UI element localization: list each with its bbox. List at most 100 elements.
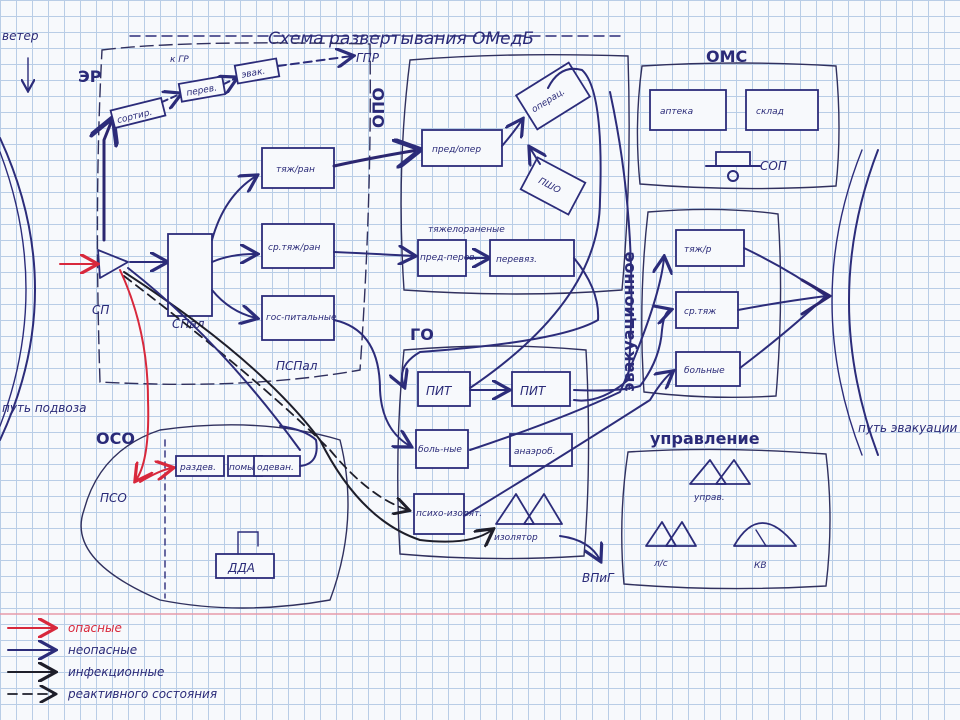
lbl-legko: больные	[684, 366, 725, 376]
er-label: ЭР	[78, 67, 102, 86]
lbl-odevan: одеван.	[257, 463, 294, 473]
box-gospit	[261, 295, 335, 341]
path-operats-pit2	[573, 91, 633, 402]
kv-pole	[755, 529, 767, 547]
box-pred-perev	[417, 239, 467, 277]
path-sort-to-perev	[161, 94, 180, 102]
lbl-sp: СП	[92, 303, 109, 317]
lbl-sr-tyazh-r: ср.тяж	[684, 307, 717, 317]
path-spal-srtyazh	[211, 254, 256, 262]
box-sr-tyazh-r	[675, 291, 739, 329]
box-sop	[715, 151, 751, 167]
ls-tent1	[645, 521, 677, 547]
box-aptek	[649, 89, 727, 131]
legend: опасные неопасные инфекционные реактивно…	[7, 621, 217, 701]
box-psikho	[413, 493, 465, 535]
lbl-aptek: аптека	[660, 107, 693, 117]
lbl-upr: управ.	[693, 493, 725, 503]
control-area	[621, 448, 831, 590]
lbl-pred-oper: пред/опер	[432, 145, 481, 155]
path-infectious	[123, 271, 492, 542]
path-sp-oso	[127, 267, 301, 451]
izolyator-tent2	[523, 493, 563, 525]
lbl-razdev: раздев.	[179, 463, 216, 473]
path-perevyaz-pit	[402, 257, 600, 386]
box-pit2	[511, 371, 571, 407]
path-to-gpr	[277, 56, 352, 66]
lbl-pso: ПСО	[100, 491, 127, 505]
path-srtyazh-predperev	[333, 252, 414, 256]
lbl-tyazh-r: тяж/р	[684, 245, 712, 255]
lbl-vpig: ВПиГ	[582, 571, 615, 585]
path-pso-razdev	[139, 468, 172, 483]
box-tyazh-r	[675, 229, 745, 267]
lbl-sop: СОП	[760, 159, 787, 173]
ops-area	[400, 53, 630, 295]
box-pred-oper	[421, 129, 503, 167]
kv-tent	[733, 522, 797, 547]
path-to-vpig	[559, 535, 600, 560]
left-road-label: путь подвоза	[2, 401, 86, 415]
lbl-gpr: ГПР	[356, 51, 380, 65]
box-sr-tyazh	[261, 223, 335, 269]
path-pit-operats	[469, 67, 602, 389]
lbl-dda: ДДА	[227, 561, 255, 575]
lbl-pit2: ПИТ	[520, 384, 547, 398]
sop-wheel	[727, 170, 739, 182]
path-perev-to-evak	[224, 78, 236, 84]
oso-area	[80, 424, 349, 609]
right-road-arc-outer	[848, 149, 879, 456]
lbl-ls: л/с	[653, 559, 668, 569]
lbl-anaer: анаэроб.	[514, 447, 555, 457]
path-reactive	[123, 275, 408, 510]
pspal-label: ПСПал	[276, 359, 318, 373]
box-dda	[215, 553, 275, 579]
legend-label-reactive: реактивного состояния	[67, 687, 217, 701]
ls-tent2	[665, 521, 697, 547]
oms-label: ОМС	[706, 47, 747, 66]
box-psho	[519, 156, 587, 216]
upr-tent1	[689, 459, 727, 485]
path-tyazh-predoper	[332, 150, 418, 166]
upr-tent2	[715, 459, 751, 485]
lbl-sr-tyazh: ср.тяж/ран	[268, 243, 321, 253]
evac-exit-arrowhead	[800, 278, 832, 316]
box-operats	[514, 61, 592, 131]
evac-label: эвакуационное	[619, 251, 638, 392]
box-spal	[167, 233, 213, 317]
path-spal-gospit	[211, 289, 256, 318]
path-go-evac3	[463, 372, 672, 517]
lbl-izolyator: изолятор	[494, 533, 538, 543]
path-spal-tyazh	[211, 176, 256, 241]
dda-pipe	[237, 531, 259, 555]
path-evac2-out	[737, 295, 827, 311]
right-road-label: путь эвакуации	[858, 421, 958, 435]
control-label: управление	[650, 429, 760, 448]
lbl-bolnye: боль-ные	[418, 445, 462, 455]
go-label: ГО	[410, 325, 434, 344]
lbl-tyazh-ranen: тяжелораненые	[428, 225, 505, 235]
path-psho-predoper	[530, 148, 540, 164]
lbl-tyazh: тяж/ран	[276, 165, 315, 175]
lbl-pomyvka: помывка	[229, 463, 271, 473]
lbl-perevyaz: перевяз.	[496, 255, 537, 265]
lbl-gr: к ГР	[170, 55, 189, 65]
path-gospit-bolnye	[333, 319, 410, 446]
lbl-pred-perev: пред-перев.	[420, 253, 477, 263]
path-evac1-out	[743, 247, 827, 297]
oms-area	[636, 62, 840, 190]
box-sklad	[745, 89, 819, 131]
diagram-title: Схема развертывания ОМедБ	[268, 29, 534, 49]
legend-label-safe: неопасные	[68, 643, 137, 657]
oso-label: ОСО	[96, 429, 135, 448]
legend-label-infectious: инфекционные	[68, 665, 164, 679]
lbl-sklad: склад	[756, 107, 784, 117]
lbl-evak-top: эвак.	[241, 67, 266, 81]
lbl-pit1: ПИТ	[426, 384, 453, 398]
path-predoper-operats	[501, 120, 522, 147]
izolyator-tent1	[495, 493, 535, 525]
path-bolnye-evac1	[469, 258, 664, 451]
box-evak-top	[233, 57, 281, 85]
box-bolnye	[415, 429, 469, 469]
